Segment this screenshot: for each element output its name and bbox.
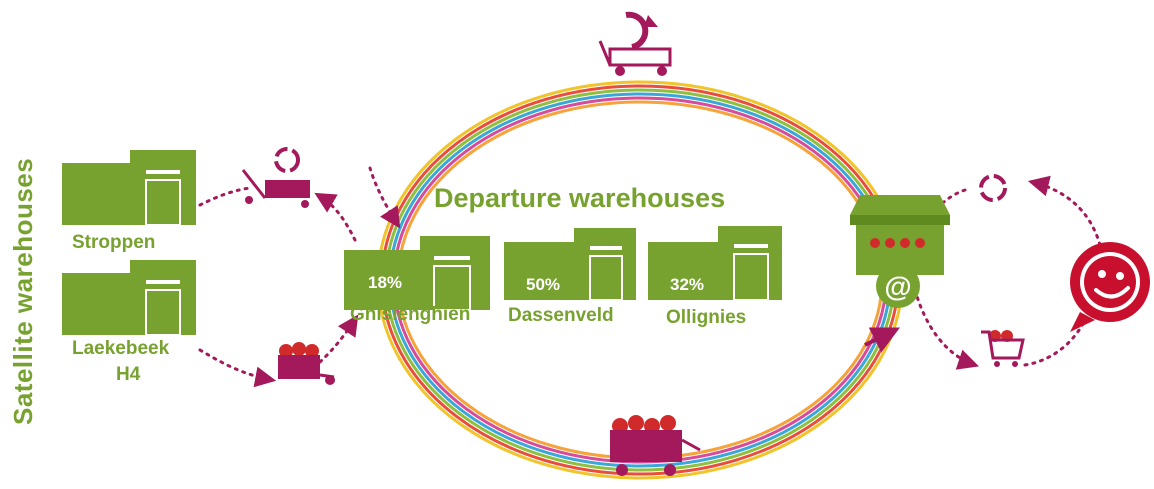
recycle-icon [274, 147, 300, 173]
tomato-wagon-icon [610, 415, 701, 476]
shop-icon [850, 195, 950, 275]
warehouse-dassenveld-icon [504, 228, 636, 301]
diagram-title: Departure warehouses [434, 183, 726, 213]
svg-text:@: @ [884, 271, 911, 302]
satellite-name-stroppen: Stroppen [72, 232, 156, 253]
arrow-up-left [314, 192, 357, 242]
cart-icon [241, 169, 310, 208]
arrow-stroppen-to-cart [198, 186, 252, 207]
arrow-to-ghislenghien-1 [312, 190, 358, 245]
tomato-crate-icon [278, 342, 335, 385]
satellite-name-h4: H4 [116, 364, 141, 385]
arrow-laekebeek-to-crate [198, 348, 277, 388]
satellite-name-laekebeek: Laekebeek [72, 338, 170, 359]
share-ollignies: 32% [670, 275, 705, 294]
warehouse-laekebeek-icon [62, 260, 196, 336]
departure-name-ollignies: Ollignies [666, 307, 747, 328]
departure-name-ghislenghien: Ghislenghien [350, 304, 471, 325]
warehouse-ollignies-icon [648, 226, 782, 301]
share-ghislenghien: 18% [368, 273, 403, 292]
at-icon: @ [876, 264, 920, 308]
arrow-shop-to-cart [913, 288, 979, 370]
recycle-right-icon [979, 174, 1007, 202]
recycle-cart-icon [598, 11, 672, 76]
warehouse-stroppen-icon [62, 150, 196, 226]
warehouse-ghislenghien-icon [344, 236, 490, 311]
smiley-speech-icon [1070, 242, 1150, 332]
share-dassenveld: 50% [526, 275, 561, 294]
arrow-loop-entry [368, 166, 401, 229]
departure-name-dassenveld: Dassenveld [508, 305, 614, 326]
arrow-crate-to-ghislenghien [318, 314, 359, 364]
shopping-cart-icon [981, 330, 1025, 367]
side-label: Satellite warehouses [8, 157, 38, 425]
loop-arrow-right [864, 327, 901, 353]
arrow-smiley-to-recycle [1027, 175, 1102, 247]
